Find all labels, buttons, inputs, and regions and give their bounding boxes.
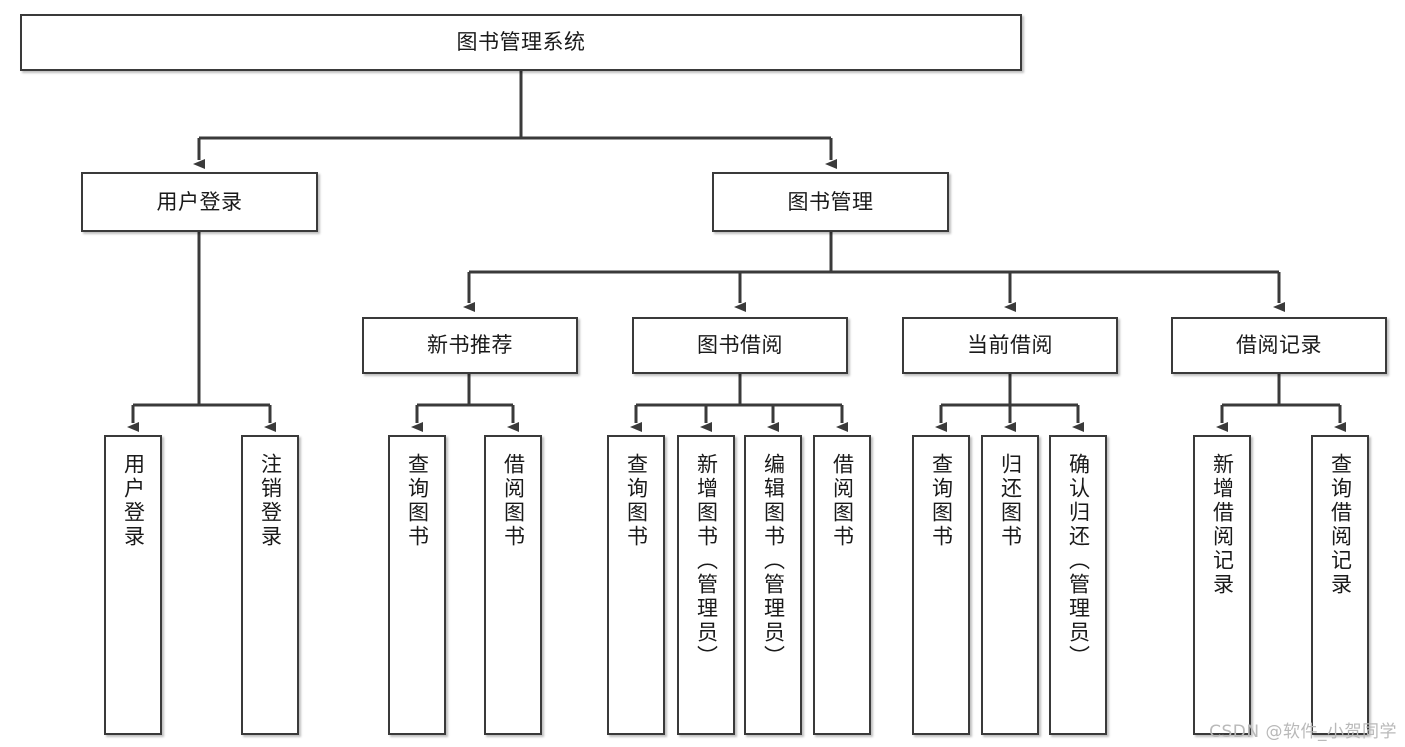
node-label: 查询借阅记录 — [1328, 453, 1353, 597]
node-label: 借阅图书 — [501, 453, 526, 549]
node-label: 查询图书 — [929, 453, 954, 549]
watermark: CSDN @软件_小贺同学 — [1209, 722, 1397, 742]
leaf-current-query-book[interactable]: 查询图书 — [912, 435, 970, 735]
leaf-user-login-signin[interactable]: 用户登录 — [104, 435, 162, 735]
leaf-borrow-add-book[interactable]: 新增图书（管理员） — [677, 435, 735, 735]
node-label: 查询图书 — [624, 453, 649, 549]
node-label: 借阅图书 — [830, 453, 855, 549]
node-label: 图书管理 — [787, 189, 874, 214]
node-borrow-record[interactable]: 借阅记录 — [1171, 317, 1387, 374]
leaf-borrow-query-book[interactable]: 查询图书 — [607, 435, 665, 735]
node-root[interactable]: 图书管理系统 — [20, 14, 1022, 71]
node-book-borrow[interactable]: 图书借阅 — [632, 317, 848, 374]
node-label: 借阅记录 — [1236, 333, 1322, 358]
leaf-new-book-borrow[interactable]: 借阅图书 — [484, 435, 542, 735]
node-label: 新增借阅记录 — [1210, 453, 1235, 597]
node-label: 用户登录 — [121, 453, 146, 549]
node-label: 新增图书（管理员） — [694, 453, 719, 669]
leaf-user-login-signout[interactable]: 注销登录 — [241, 435, 299, 735]
node-label: 编辑图书（管理员） — [761, 453, 786, 669]
node-label: 用户登录 — [156, 189, 243, 214]
leaf-borrow-edit-book[interactable]: 编辑图书（管理员） — [744, 435, 802, 735]
node-label: 当前借阅 — [967, 333, 1053, 358]
node-label: 查询图书 — [405, 453, 430, 549]
node-label: 归还图书 — [998, 453, 1023, 549]
node-label: 确认归还（管理员） — [1066, 453, 1091, 669]
leaf-new-book-query[interactable]: 查询图书 — [388, 435, 446, 735]
node-label: 图书借阅 — [697, 333, 783, 358]
node-user-login[interactable]: 用户登录 — [81, 172, 318, 232]
leaf-borrow-borrow-book[interactable]: 借阅图书 — [813, 435, 871, 735]
leaf-current-confirm-return[interactable]: 确认归还（管理员） — [1049, 435, 1107, 735]
node-label: 注销登录 — [258, 453, 283, 549]
node-label: 图书管理系统 — [456, 30, 586, 55]
leaf-record-add[interactable]: 新增借阅记录 — [1193, 435, 1251, 735]
node-current-borrow[interactable]: 当前借阅 — [902, 317, 1118, 374]
leaf-current-return-book[interactable]: 归还图书 — [981, 435, 1039, 735]
node-label: 新书推荐 — [427, 333, 513, 358]
leaf-record-query[interactable]: 查询借阅记录 — [1311, 435, 1369, 735]
node-book-management[interactable]: 图书管理 — [712, 172, 949, 232]
node-new-book-recommend[interactable]: 新书推荐 — [362, 317, 578, 374]
